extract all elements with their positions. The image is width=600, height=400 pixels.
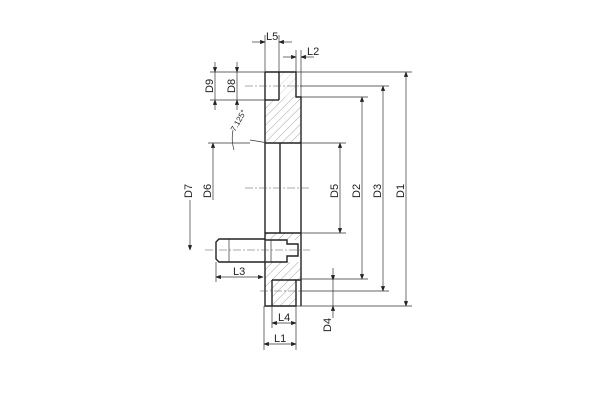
label-L4: L4: [278, 312, 290, 324]
label-D4: D4: [322, 318, 334, 332]
label-chamfer-angle: 7.125°: [229, 108, 248, 133]
label-L1: L1: [274, 333, 286, 345]
label-D5: D5: [329, 184, 341, 198]
label-D6: D6: [202, 184, 214, 198]
label-D8: D8: [226, 79, 238, 93]
label-L5: L5: [266, 31, 278, 43]
label-L3: L3: [233, 266, 245, 278]
label-D7: D7: [183, 184, 195, 198]
label-D9: D9: [204, 79, 216, 93]
dimension-lines: [187, 39, 409, 347]
center-lines: [205, 85, 310, 292]
upper-section: [265, 72, 301, 143]
label-D3: D3: [372, 184, 384, 198]
pin: [215, 238, 299, 263]
label-D1: D1: [395, 184, 407, 198]
label-L2: L2: [307, 46, 319, 58]
label-D2: D2: [351, 184, 363, 198]
